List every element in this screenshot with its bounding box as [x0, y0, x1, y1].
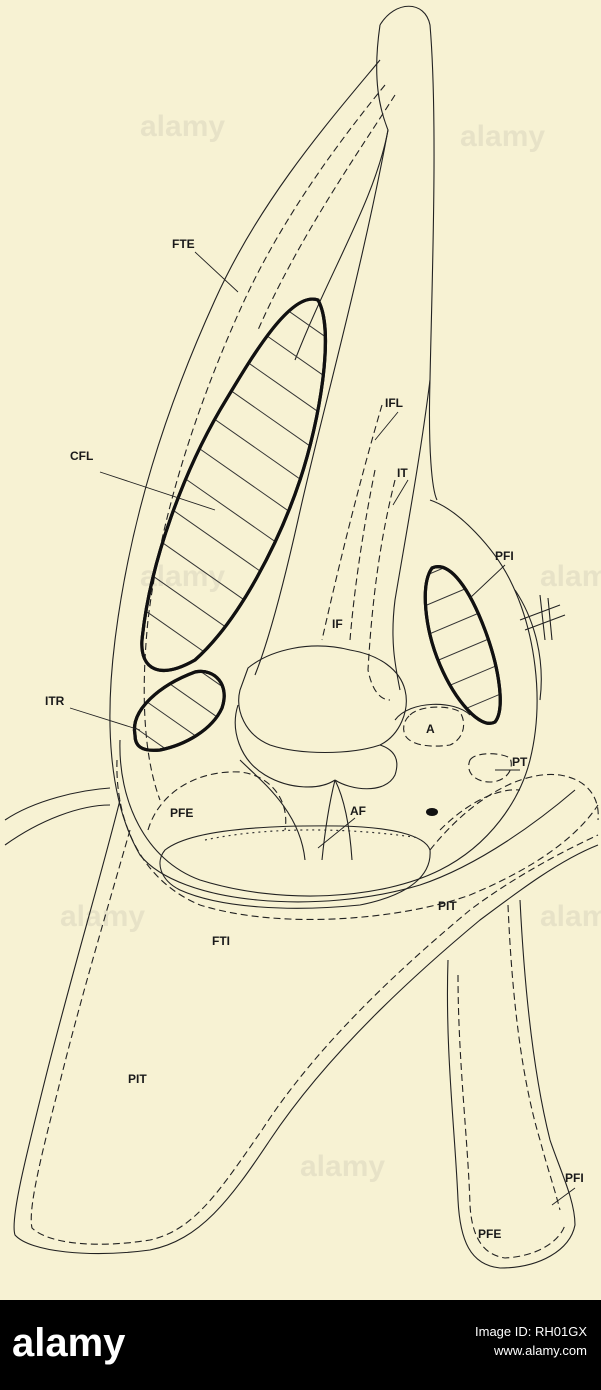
outer-dashed-boundary	[116, 759, 599, 921]
site-url: www.alamy.com	[494, 1343, 587, 1358]
image-info: Image ID: RH01GX www.alamy.com	[475, 1322, 587, 1360]
label-pit-right: PIT	[438, 899, 457, 913]
right-arc	[514, 589, 542, 701]
pt-region	[468, 753, 512, 783]
leader-ifl	[374, 411, 399, 441]
leader-af	[317, 817, 356, 849]
label-pfe-bottom: PFE	[478, 1227, 501, 1241]
pit-right-inner-dashed	[439, 789, 521, 831]
it-dashed-2	[349, 469, 376, 641]
label-fti: FTI	[212, 934, 230, 948]
label-cfl: CFL	[70, 449, 93, 463]
label-fte: FTE	[172, 237, 195, 251]
alamy-logo: alamy	[12, 1321, 126, 1365]
leader-pfi-bottom	[551, 1187, 576, 1206]
leader-it	[392, 479, 409, 506]
small-foramen	[426, 808, 438, 816]
ifl-rod	[254, 129, 389, 676]
label-pt: PT	[512, 755, 528, 769]
label-itr: ITR	[45, 694, 65, 708]
leader-fte	[194, 251, 239, 293]
af-stippled	[159, 825, 431, 909]
leader-itr	[69, 707, 141, 731]
lower-blocks	[234, 704, 398, 861]
label-ifl: IFL	[385, 396, 403, 410]
left-branch	[4, 787, 111, 846]
pit-right-outline	[429, 773, 599, 851]
lower-right-bone	[446, 899, 576, 1269]
a-region-solid	[394, 703, 471, 721]
footer-bar: alamy Image ID: RH01GX www.alamy.com	[0, 1300, 601, 1390]
cfl-hatching	[141, 299, 326, 671]
leader-pfi-top	[469, 564, 506, 599]
right-arc-ticks	[519, 594, 566, 641]
ifl-dashed	[321, 404, 383, 641]
pfe-mid-region	[147, 771, 287, 831]
it-dashed	[367, 479, 396, 701]
itr-hatching	[134, 671, 225, 751]
upper-bone-outline	[294, 5, 438, 501]
diagram-drawing: FTE IFL CFL IT PFI IF ITR A PT PFE AF PI…	[4, 5, 599, 1269]
itr-oval	[132, 669, 226, 752]
label-if-center: IF	[332, 617, 343, 631]
lower-bone-dashed	[30, 829, 599, 1245]
fte-dashed-inner	[143, 84, 386, 801]
label-pit-left: PIT	[128, 1072, 147, 1086]
a-region	[403, 706, 465, 747]
label-pfi-bottom: PFI	[565, 1171, 584, 1185]
logo-text: alamy	[12, 1321, 126, 1365]
ifl-rod-right	[392, 379, 431, 691]
af-dotted-top	[204, 829, 421, 841]
label-a: A	[426, 722, 435, 736]
label-pfi-top: PFI	[495, 549, 514, 563]
leader-cfl	[99, 471, 216, 511]
inner-chamber	[119, 499, 538, 897]
label-af: AF	[350, 804, 366, 818]
lower-right-bone-dashed	[457, 974, 566, 1259]
if-block	[238, 645, 407, 753]
anatomical-diagram: alamyalamyalamyalamyalamyalamyalamy	[4, 5, 601, 1269]
label-pfe-mid: PFE	[170, 806, 193, 820]
label-it: IT	[397, 466, 408, 480]
fte-shaft-outer	[109, 59, 576, 903]
fte-dashed-inner-2	[257, 94, 396, 331]
lower-bone-outline	[13, 799, 599, 1254]
image-id: Image ID: RH01GX	[475, 1324, 587, 1339]
